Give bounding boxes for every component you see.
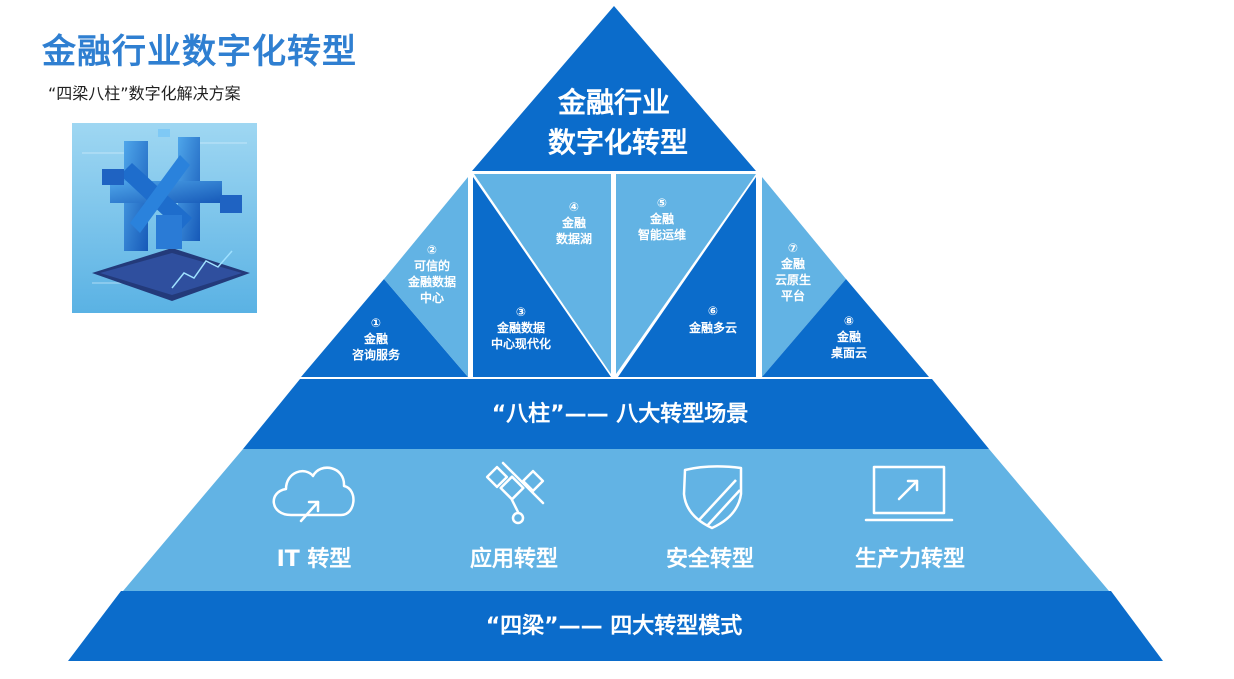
beams-band-shape: [68, 591, 1163, 661]
pillar-4-shape: [474, 174, 611, 374]
pillar-1-label: ① 金融 咨询服务: [352, 316, 401, 362]
beams-panel: [123, 449, 1109, 591]
page-title: 金融行业数字化转型: [42, 32, 357, 72]
beam-label-application: 应用转型: [470, 546, 558, 572]
pillar-2-shape: [384, 177, 468, 377]
pillar-7-shape: [762, 177, 846, 377]
pillar-1-shape: [301, 279, 468, 377]
svg-text:金融: 金融: [649, 211, 674, 226]
satellite-icon: [485, 461, 545, 525]
svg-text:⑤: ⑤: [657, 196, 667, 210]
beam-label-security: 安全转型: [666, 546, 754, 572]
pillar-6-label: ⑥ 金融多云: [688, 304, 737, 335]
apex-line-1: 金融行业: [557, 86, 670, 119]
svg-text:⑥: ⑥: [708, 304, 718, 318]
beams-band-label: “四梁”—— 四大转型模式: [486, 613, 743, 639]
svg-text:金融: 金融: [363, 331, 388, 346]
pillars-band-label: “八柱”—— 八大转型场景: [492, 401, 749, 427]
pillars-band-shape: [243, 379, 989, 449]
svg-text:数据湖: 数据湖: [556, 231, 592, 246]
pillar-8-shape: [762, 279, 929, 377]
svg-text:金融数据: 金融数据: [407, 274, 456, 289]
pillar-4-label: ④ 金融 数据湖: [556, 200, 592, 246]
svg-text:中心: 中心: [420, 290, 444, 305]
svg-text:⑧: ⑧: [844, 314, 854, 328]
svg-text:云原生: 云原生: [775, 272, 811, 287]
pillar-5-label: ⑤ 金融 智能运维: [637, 196, 686, 242]
pillar-3-label: ③ 金融数据 中心现代化: [491, 305, 551, 351]
pillar-2-label: ② 可信的 金融数据 中心: [407, 243, 456, 305]
beam-label-productivity: 生产力转型: [855, 546, 965, 572]
beam-label-it: IT 转型: [277, 546, 352, 572]
hero-illustration: [72, 123, 257, 313]
svg-text:平台: 平台: [781, 288, 805, 303]
laptop-icon: [864, 465, 954, 522]
svg-text:智能运维: 智能运维: [637, 227, 686, 242]
svg-text:中心现代化: 中心现代化: [491, 336, 551, 351]
svg-text:②: ②: [427, 243, 437, 257]
svg-text:可信的: 可信的: [414, 258, 450, 273]
svg-text:金融: 金融: [561, 215, 586, 230]
pillar-5-shape: [616, 174, 756, 374]
cloud-upload-icon: [272, 466, 355, 523]
pillar-6-shape: [618, 177, 756, 377]
svg-text:金融数据: 金融数据: [496, 320, 545, 335]
svg-text:咨询服务: 咨询服务: [352, 347, 401, 362]
svg-text:④: ④: [569, 200, 579, 214]
pillar-3-shape: [473, 177, 611, 377]
pillar-8-label: ⑧ 金融 桌面云: [830, 314, 867, 360]
svg-text:①: ①: [371, 316, 381, 330]
svg-text:金融: 金融: [836, 329, 861, 344]
svg-text:③: ③: [516, 305, 526, 319]
svg-text:金融多云: 金融多云: [688, 320, 737, 335]
shield-icon: [682, 465, 743, 530]
pillar-7-label: ⑦ 金融 云原生 平台: [775, 241, 811, 303]
svg-text:⑦: ⑦: [788, 241, 798, 255]
apex-shape: [472, 6, 756, 171]
svg-text:桌面云: 桌面云: [830, 345, 867, 360]
page-subtitle: “四梁八柱”数字化解决方案: [48, 84, 241, 103]
svg-text:金融: 金融: [780, 256, 805, 271]
apex-line-2: 数字化转型: [548, 126, 688, 159]
